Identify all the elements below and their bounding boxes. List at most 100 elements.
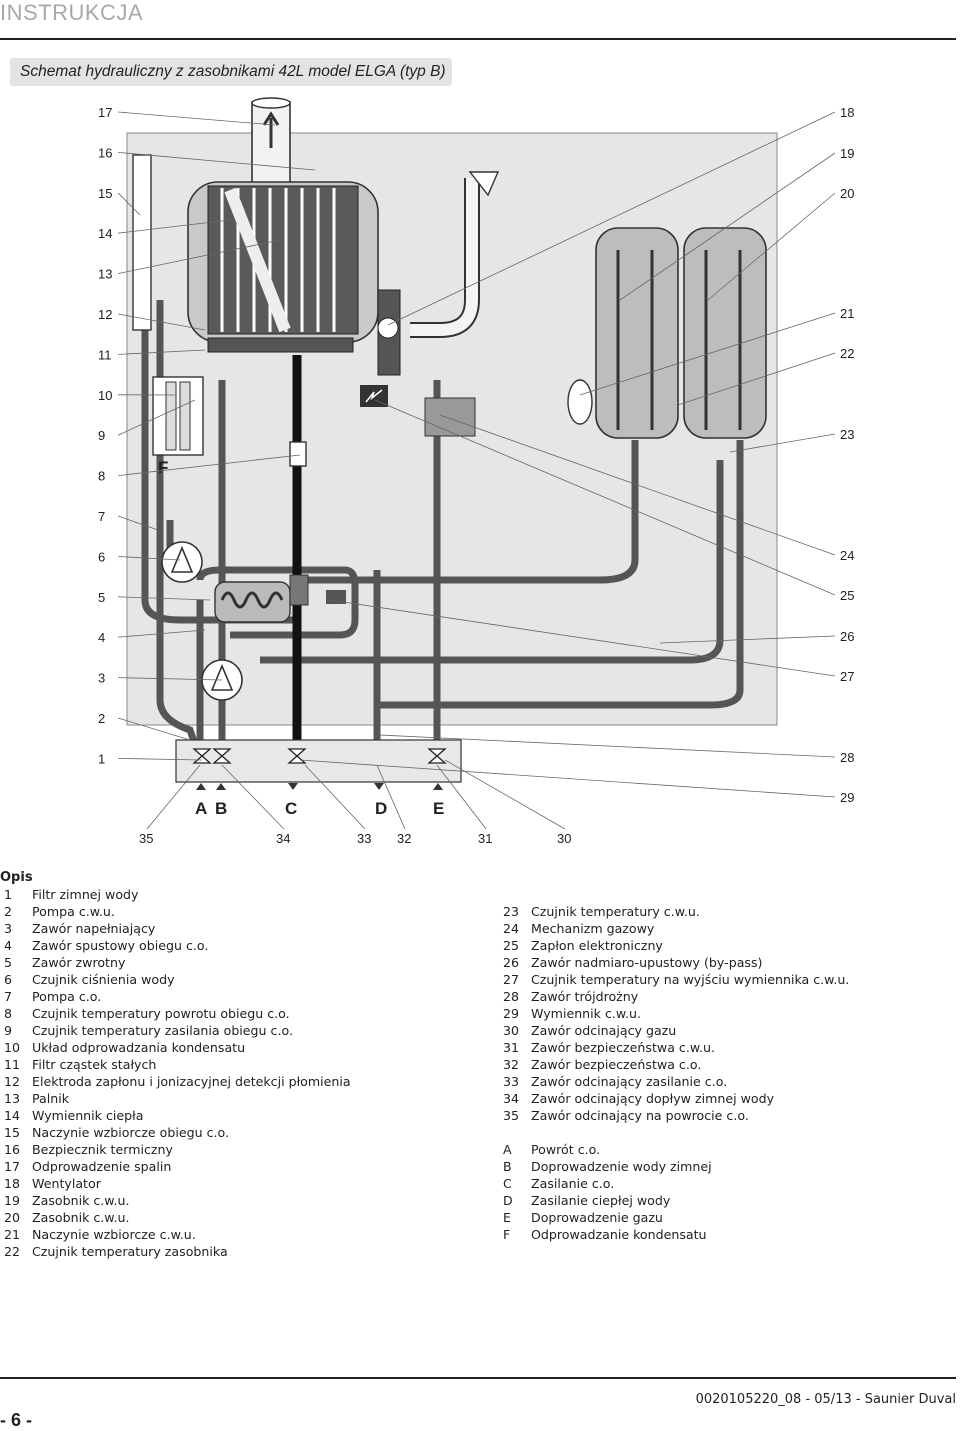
legend-item-number: 21 (4, 1226, 32, 1243)
legend-item-text: Odprowadzenie spalin (32, 1159, 171, 1174)
legend-item-number: 2 (4, 903, 32, 920)
legend-item-text: Zawór trójdrożny (531, 989, 638, 1004)
document-reference: 0020105220_08 - 05/13 - Saunier Duval (696, 1392, 956, 1407)
callout-right-label: 25 (840, 588, 854, 603)
callout-left-label: 3 (98, 671, 105, 686)
connection-label: C (285, 799, 297, 818)
legend-item-number: 16 (4, 1141, 32, 1158)
legend-item-number: 22 (4, 1243, 32, 1260)
legend-item-text: Zawór bezpieczeństwa c.o. (531, 1057, 701, 1072)
legend-item-number: C (503, 1175, 531, 1192)
legend-item-number: 12 (4, 1073, 32, 1090)
callout-right-label: 27 (840, 669, 854, 684)
callout-right-label: 26 (840, 629, 854, 644)
callout-left-label: 14 (98, 226, 112, 241)
three-way-valve (290, 575, 308, 605)
legend-item-text: Filtr cząstek stałych (32, 1057, 156, 1072)
legend-item-text: Zawór odcinający na powrocie c.o. (531, 1108, 749, 1123)
callout-right-label: 18 (840, 105, 854, 120)
particle-filter (290, 442, 306, 466)
callout-left-label: 8 (98, 469, 105, 484)
legend-item-number: 8 (4, 1005, 32, 1022)
callout-left-label: 16 (98, 145, 112, 160)
legend-item-number: 14 (4, 1107, 32, 1124)
legend-item-text: Układ odprowadzania kondensatu (32, 1040, 245, 1055)
legend-item-number: 18 (4, 1175, 32, 1192)
legend-item-text: Elektroda zapłonu i jonizacyjnej detekcj… (32, 1074, 351, 1089)
callout-left-label: 1 (98, 751, 105, 766)
legend-item-text: Naczynie wzbiorcze obiegu c.o. (32, 1125, 229, 1140)
callout-left-label: 5 (98, 590, 105, 605)
legend-item-text: Zawór odcinający gazu (531, 1023, 676, 1038)
callout-left-label: 10 (98, 388, 112, 403)
callout-right-label: 24 (840, 548, 854, 563)
fan (378, 290, 400, 375)
legend-item-text: Pompa c.w.u. (32, 904, 115, 919)
callout-right-label: 28 (840, 750, 854, 765)
legend-spacer (503, 1124, 849, 1141)
callout-bottom-label: 30 (557, 831, 571, 846)
legend-item-number: 29 (503, 1005, 531, 1022)
legend-item-text: Zawór nadmiaro-upustowy (by-pass) (531, 955, 762, 970)
legend-item-text: Wymiennik c.w.u. (531, 1006, 641, 1021)
callout-left-label: 12 (98, 307, 112, 322)
legend-item-text: Zawór bezpieczeństwa c.w.u. (531, 1040, 715, 1055)
legend-item-text: Zawór zwrotny (32, 955, 125, 970)
callout-left-label: 11 (98, 347, 112, 362)
ch-pump (162, 542, 202, 582)
connection-label: A (195, 799, 207, 818)
callout-right-label: 20 (840, 186, 854, 201)
legend-item-text: Zawór spustowy obiegu c.o. (32, 938, 208, 953)
legend-item-number: 34 (503, 1090, 531, 1107)
ch-expansion-vessel (133, 155, 151, 330)
legend-item-text: Zawór odcinający dopływ zimnej wody (531, 1091, 774, 1106)
dhw-tank-1 (596, 228, 678, 438)
legend-item-text: Wymiennik ciepła (32, 1108, 143, 1123)
legend-item-number: 5 (4, 954, 32, 971)
connection-label: B (215, 799, 227, 818)
callout-right-label: 22 (840, 346, 854, 361)
legend-item-number: 20 (4, 1209, 32, 1226)
connection-label: D (375, 799, 387, 818)
legend-item-text: Zasobnik c.w.u. (32, 1193, 129, 1208)
legend-item-text: Powrót c.o. (531, 1142, 600, 1157)
legend-item-number: 1 (4, 886, 32, 903)
legend-item-number: E (503, 1209, 531, 1226)
legend-item-text: Wentylator (32, 1176, 101, 1191)
callout-left-label: 4 (98, 630, 105, 645)
legend-item-number: 9 (4, 1022, 32, 1039)
legend-item-text: Zawór odcinający zasilanie c.o. (531, 1074, 727, 1089)
callout-left-label: 9 (98, 428, 105, 443)
legend-item-number: 26 (503, 954, 531, 971)
callout-right-label: 23 (840, 427, 854, 442)
legend-item-number: 33 (503, 1073, 531, 1090)
legend-item-text: Zasobnik c.w.u. (32, 1210, 129, 1225)
